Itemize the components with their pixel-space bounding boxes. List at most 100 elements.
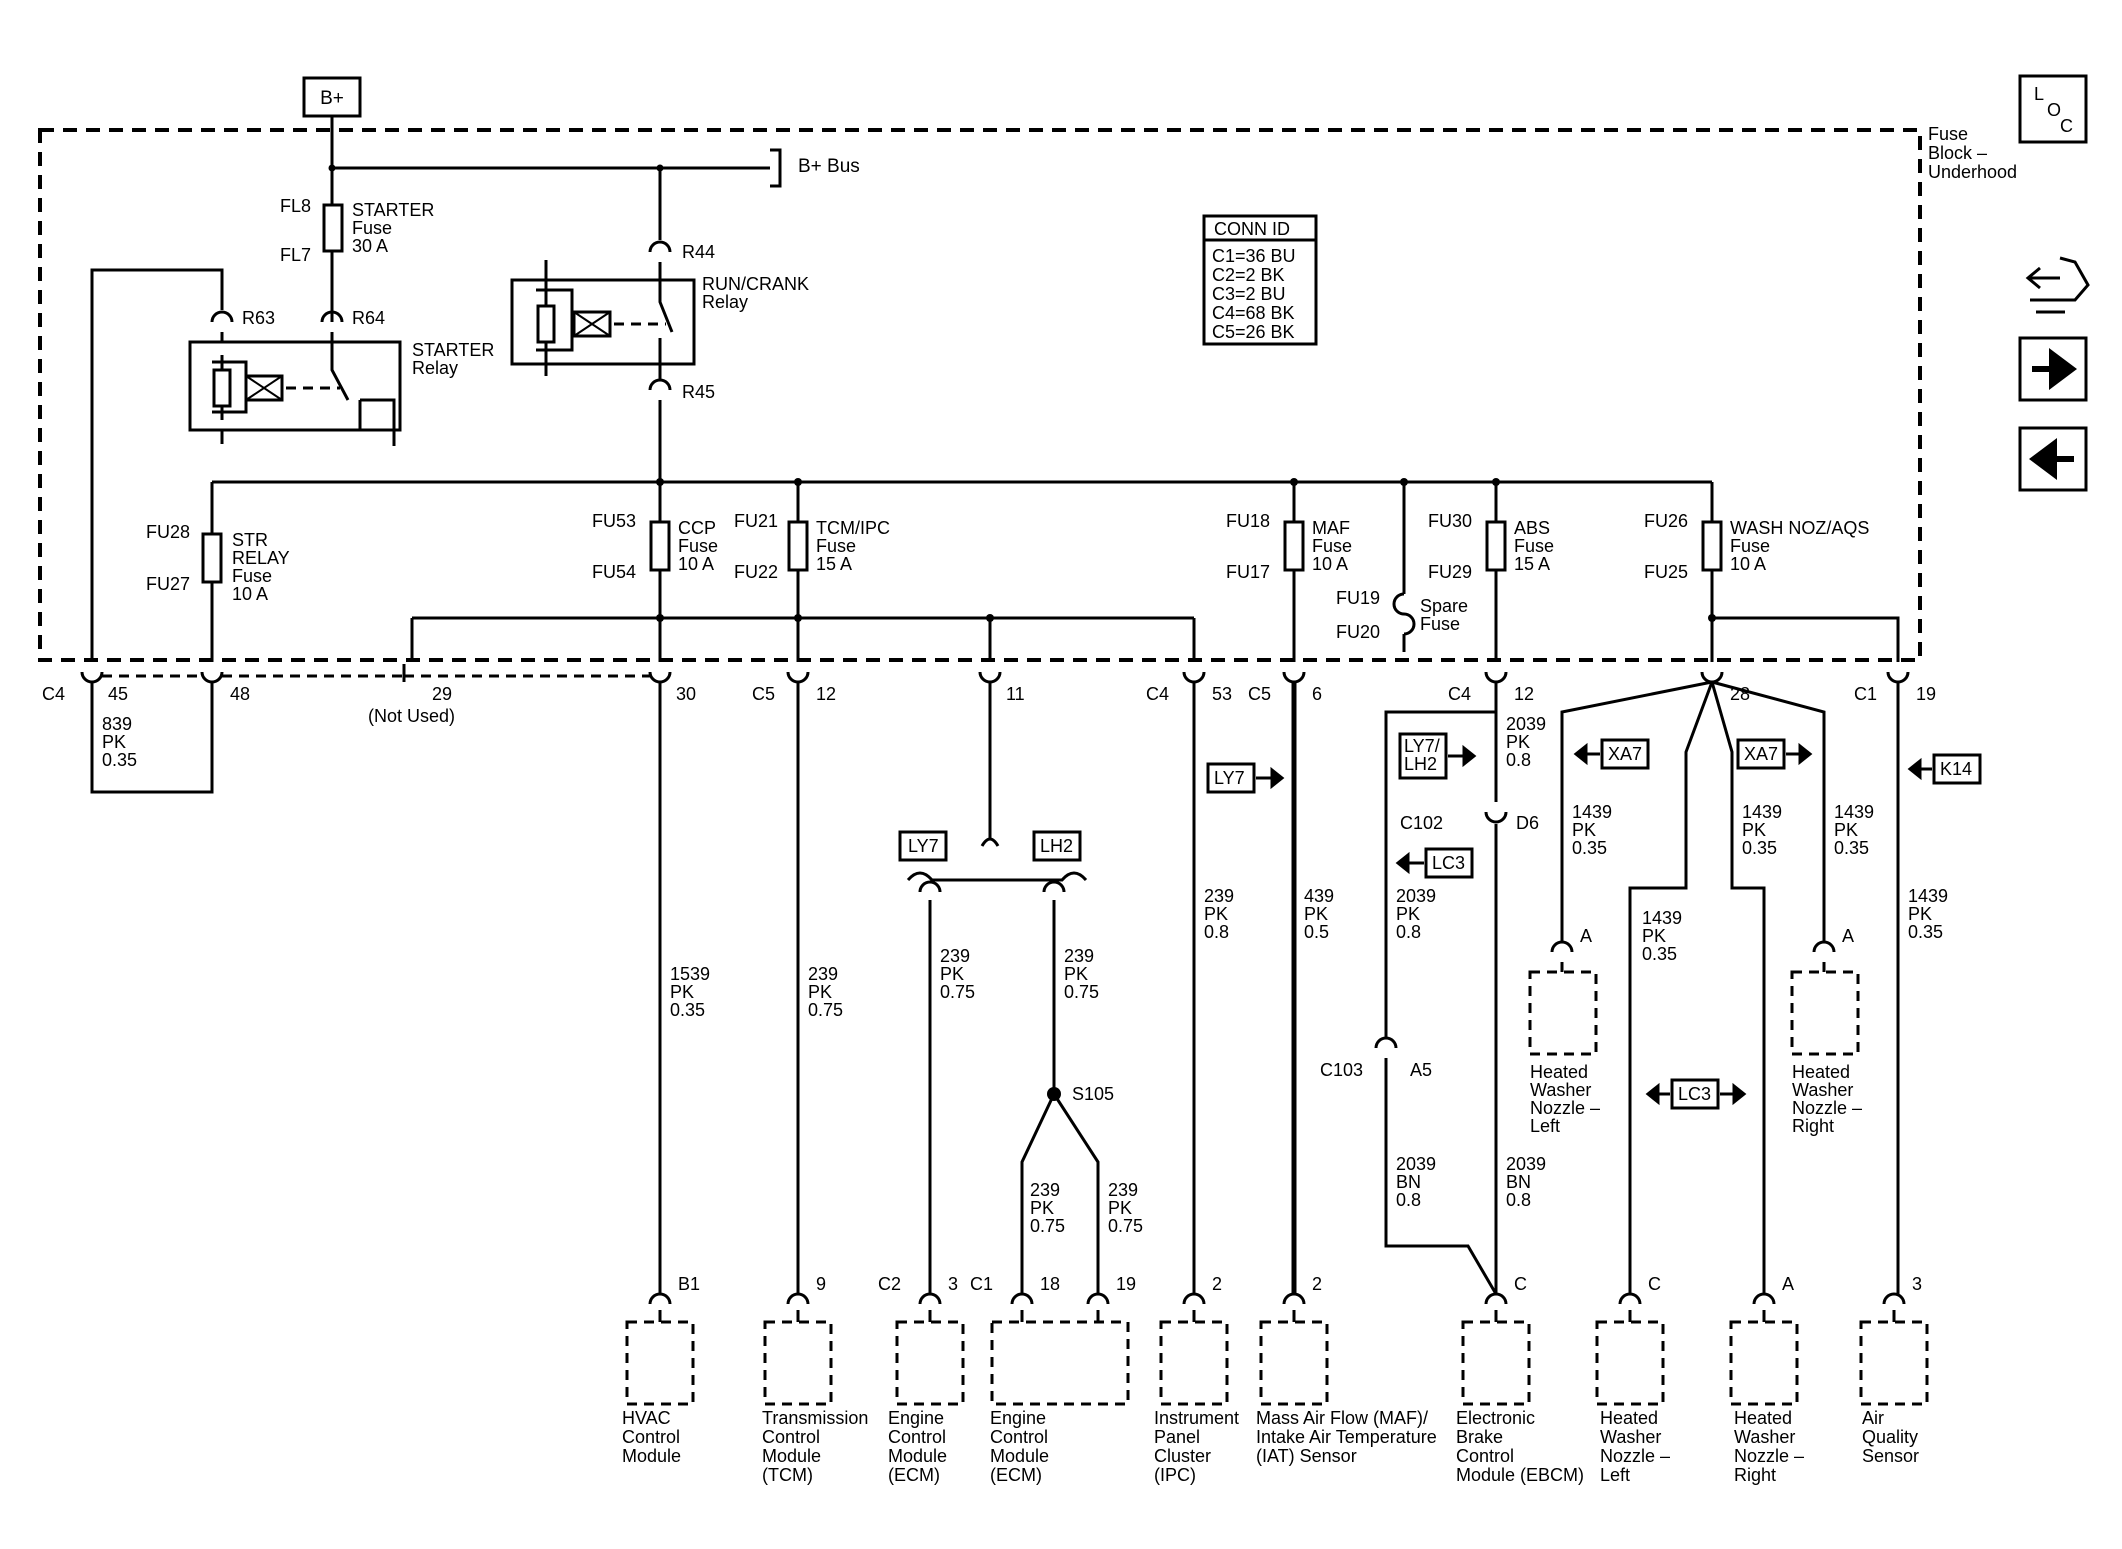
conn-id-title: CONN ID [1214,219,1290,239]
pin-label: 48 [230,684,250,704]
run-crank-relay [510,260,696,376]
not-used-label: (Not Used) [368,706,455,726]
pin-label: 12 [1514,684,1534,704]
component-box [1259,1320,1329,1406]
pin-label: 19 [1116,1274,1136,1294]
pin-label: A [1782,1274,1794,1294]
pin-label: A [1842,926,1854,946]
ref-lh2[interactable] [1032,830,1082,862]
component-box [990,1320,1130,1406]
pin-label: 11 [1006,684,1025,704]
pin-label: B1 [678,1274,700,1294]
ref-ly7-lh2[interactable]: LY7/LH2 [1398,732,1477,780]
pin-label: D6 [1516,813,1539,833]
connector-label: C5 [1248,684,1271,704]
svg-text:O: O [2047,100,2061,120]
splice-label: S105 [1072,1084,1114,1104]
fuse-label: FU17 [1226,562,1270,582]
bus-label: B+ Bus [798,156,860,177]
ref-label: LC3 [1432,853,1465,873]
svg-text:LY7/LH2: LY7/LH2 [1404,736,1440,774]
wire-839 [90,682,214,794]
connector-label: C2 [878,1274,901,1294]
wire-r63-c4-45 [90,268,224,662]
fuse-label: FU27 [146,574,190,594]
component-box [1859,1320,1929,1406]
pin-label: 19 [1916,684,1936,704]
relay-pin: R63 [242,308,275,328]
arrow-left-icon[interactable] [2018,426,2088,492]
fuse-label: FU25 [1644,562,1688,582]
ref-label: XA7 [1744,744,1778,764]
arrow-right-icon[interactable] [2018,336,2088,402]
fuse-label: FL7 [280,245,311,265]
schematic-swap-icon[interactable] [2025,256,2090,314]
component-box [763,1320,833,1406]
ref-xa7-left[interactable]: XA7 [1573,738,1650,770]
ref-ly7[interactable] [898,830,948,862]
ref-xa7-right[interactable]: XA7 [1736,738,1813,770]
fuse-block-outline [38,128,1922,662]
ref-ly7-arrow[interactable]: LY7 [1206,762,1285,794]
fuse-label: FU30 [1428,511,1472,531]
source-label: B+ [320,88,344,109]
ref-k14[interactable]: K14 [1907,753,1982,785]
loc-icon[interactable]: L O C [2018,74,2088,144]
component-name: Mass Air Flow (MAF)/Intake Air Temperatu… [1256,1408,1437,1466]
component-box [895,1320,965,1406]
svg-text:L: L [2034,84,2044,104]
connector-label: C102 [1400,813,1443,833]
ref-lc3-left[interactable]: LC3 [1395,847,1474,879]
component-box [1595,1320,1665,1406]
pin-label: A5 [1410,1060,1432,1080]
fuse-label: FU19 [1336,588,1380,608]
fuse-label: FU21 [734,511,778,531]
fuse-label: FU20 [1336,622,1380,642]
ref-lc3-right[interactable]: LC3 [1645,1078,1747,1110]
conn-id-table: CONN ID C1=36 BU C2=2 BK C3=2 BU C4=68 B… [1202,214,1318,346]
pin-label: 3 [1912,1274,1922,1294]
fuse-label: FU29 [1428,562,1472,582]
ref-label: LH2 [1040,836,1073,856]
svg-text:C: C [2060,116,2073,136]
relay-pin: R64 [352,308,385,328]
pin-label: 12 [816,684,836,704]
fuse-block-connectors [80,664,1910,684]
fuse-label: FU22 [734,562,778,582]
fuse-label: FU26 [1644,511,1688,531]
pin-label: 3 [948,1274,958,1294]
pin-label: C [1514,1274,1527,1294]
conn-id-row: C5=26 BK [1212,322,1295,342]
component-box [1729,1320,1799,1406]
connector-label: C1 [1854,684,1877,704]
